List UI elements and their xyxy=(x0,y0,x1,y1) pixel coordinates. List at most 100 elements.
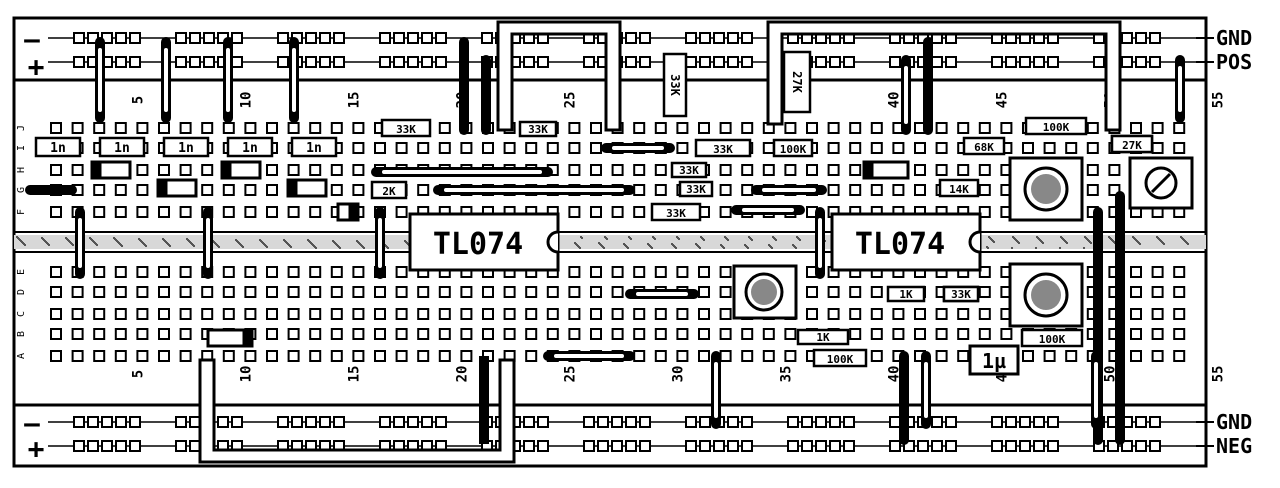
strip-hole xyxy=(287,164,300,176)
rail-hole xyxy=(1033,416,1045,428)
strip-hole xyxy=(50,308,62,320)
rail-hole xyxy=(129,32,141,44)
strip-hole xyxy=(1151,308,1164,320)
strip-hole xyxy=(395,308,408,320)
strip-hole xyxy=(179,266,192,278)
strip-hole xyxy=(136,206,149,218)
column-number: 40 xyxy=(886,366,902,383)
rail-hole xyxy=(991,416,1003,428)
strip-hole xyxy=(914,164,926,176)
strip-hole xyxy=(158,122,170,134)
strip-hole xyxy=(1151,142,1164,154)
strip-hole xyxy=(633,266,646,278)
rail-hole xyxy=(421,32,433,44)
rail-hole xyxy=(889,56,901,68)
strip-hole xyxy=(417,286,430,298)
strip-hole xyxy=(503,286,516,298)
strip-hole xyxy=(309,266,322,278)
strip-hole xyxy=(633,308,646,320)
strip-hole xyxy=(50,122,62,134)
strip-hole xyxy=(719,164,732,176)
strip-hole xyxy=(330,184,343,196)
strip-hole xyxy=(590,142,602,154)
strip-hole xyxy=(978,184,991,196)
trimmer-pot-4 xyxy=(1128,156,1194,210)
resistors: 33K33K33K33K33K33K2K33K27K27K100K68K100K… xyxy=(370,50,1154,368)
rail-hole xyxy=(129,56,141,68)
strip-hole xyxy=(352,142,365,154)
strip-hole xyxy=(395,266,408,278)
strip-hole xyxy=(266,286,278,298)
rail-hole xyxy=(713,56,725,68)
chip-1-label: TL074 xyxy=(433,227,523,262)
strip-hole xyxy=(590,206,602,218)
rail-hole xyxy=(1121,56,1133,68)
strip-hole xyxy=(654,122,667,134)
strip-hole xyxy=(1022,350,1034,362)
strip-hole xyxy=(633,122,646,134)
rail-hole xyxy=(175,416,187,428)
rail-hole xyxy=(1135,440,1147,452)
strip-hole xyxy=(201,286,214,298)
strip-hole xyxy=(503,328,516,340)
rail-hole xyxy=(73,440,85,452)
strip-hole xyxy=(784,164,797,176)
strip-hole xyxy=(114,350,127,362)
gnd-bottom-label: GND xyxy=(1216,410,1252,434)
strip-hole xyxy=(417,350,430,362)
strip-hole xyxy=(136,122,149,134)
strip-hole xyxy=(179,308,192,320)
rail-hole xyxy=(583,56,595,68)
rail-hole xyxy=(639,416,651,428)
strip-hole xyxy=(546,286,559,298)
strip-hole xyxy=(1130,122,1142,134)
strip-hole xyxy=(158,266,170,278)
strip-hole xyxy=(266,266,278,278)
strip-hole xyxy=(611,206,624,218)
electrolytic-capacitor: 1µ xyxy=(968,344,1020,376)
rail-hole xyxy=(407,32,419,44)
strip-hole xyxy=(741,184,754,196)
strip-hole xyxy=(395,286,408,298)
resistor-label: 68K xyxy=(974,141,994,154)
rail-hole xyxy=(407,56,419,68)
strip-hole xyxy=(784,328,797,340)
rail-hole xyxy=(481,32,493,44)
row-letter: I xyxy=(16,145,27,151)
row-letter: A xyxy=(16,353,27,359)
rail-hole xyxy=(73,32,85,44)
strip-hole xyxy=(50,286,62,298)
strip-hole xyxy=(849,164,862,176)
column-number: 55 xyxy=(1210,366,1226,383)
resistor-label: 2K xyxy=(382,185,396,198)
strip-hole xyxy=(741,350,754,362)
strip-hole xyxy=(309,350,322,362)
strip-hole xyxy=(50,350,62,362)
strip-hole xyxy=(136,164,149,176)
strip-hole xyxy=(654,184,667,196)
strip-hole xyxy=(460,308,473,320)
strip-hole xyxy=(330,350,343,362)
capacitor-label: 1n xyxy=(114,141,130,156)
strip-hole xyxy=(827,142,840,154)
column-number: 30 xyxy=(670,366,686,383)
rail-hole xyxy=(945,440,957,452)
strip-hole xyxy=(870,350,883,362)
strip-hole xyxy=(438,286,451,298)
strip-hole xyxy=(309,286,322,298)
rail-hole xyxy=(639,440,651,452)
strip-hole xyxy=(957,122,970,134)
rail-hole xyxy=(421,56,433,68)
strip-hole xyxy=(611,164,624,176)
strip-hole xyxy=(676,328,689,340)
strip-hole xyxy=(222,308,235,320)
rail-hole xyxy=(801,440,813,452)
rail-hole xyxy=(829,440,841,452)
strip-hole xyxy=(849,286,862,298)
strip-hole xyxy=(158,286,170,298)
strip-hole xyxy=(395,328,408,340)
capacitor-1n: 1n xyxy=(290,136,338,158)
rail-hole xyxy=(523,56,535,68)
resistor: 27K xyxy=(1110,134,1154,154)
resistor: 2K xyxy=(370,180,408,200)
